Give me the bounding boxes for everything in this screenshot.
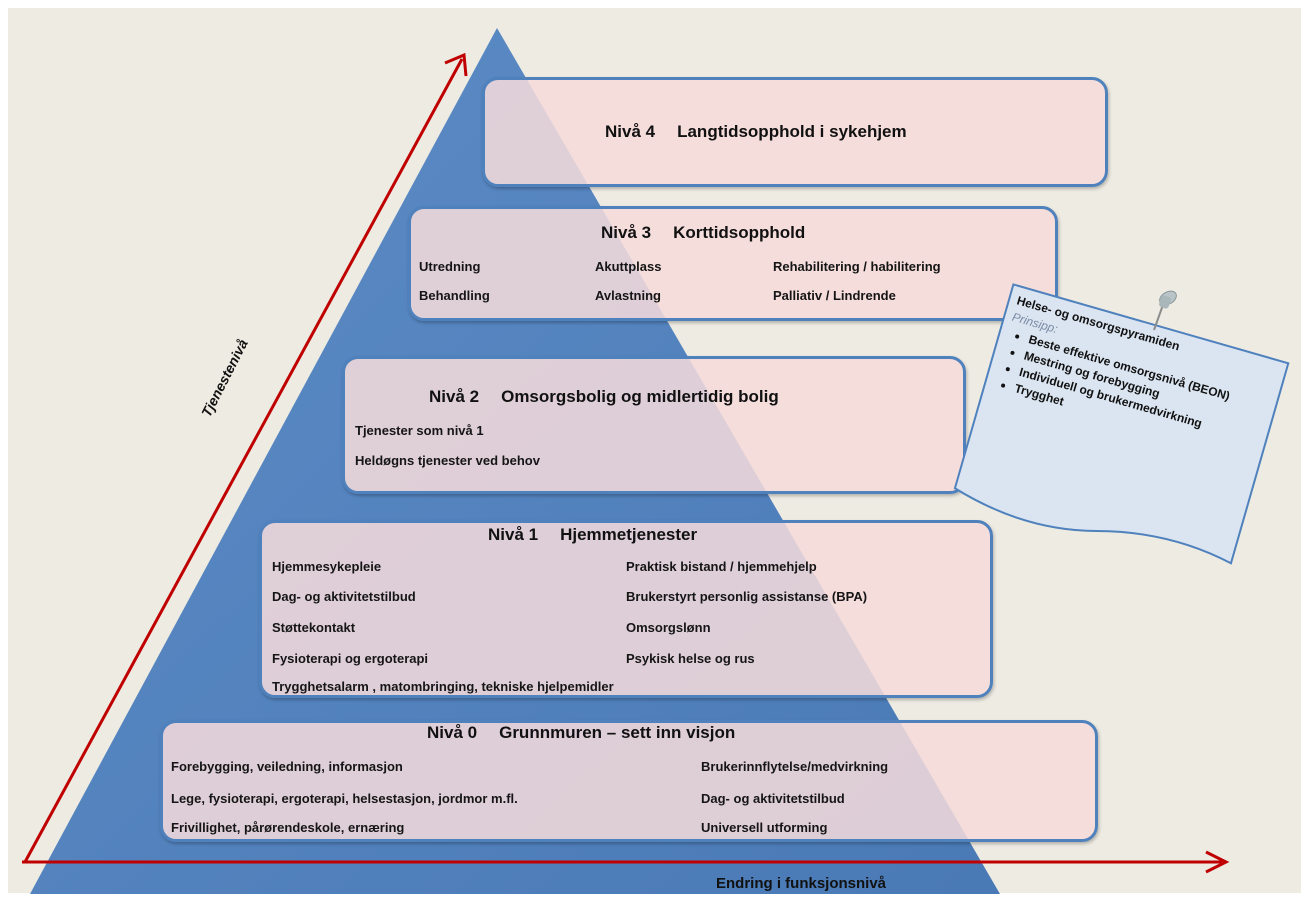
x-axis-arrowhead	[1205, 850, 1230, 874]
level-2-name: Omsorgsbolig og midlertidig bolig	[501, 387, 779, 406]
level-0-item: Forebygging, veiledning, informasjon	[171, 759, 403, 774]
level-0-item: Brukerinnflytelse/medvirkning	[701, 759, 889, 774]
level-4-number: Nivå 4	[605, 122, 656, 141]
level-2-title: Nivå 2 Omsorgsbolig og midlertidig bolig	[429, 387, 779, 407]
level-1-name: Hjemmetjenester	[560, 525, 698, 544]
level-0-item: Dag- og aktivitetstilbud	[701, 791, 845, 806]
note-shape	[953, 283, 1290, 565]
level-3-name: Korttidsopphold	[673, 223, 806, 242]
level-0-number: Nivå 0	[427, 723, 478, 742]
level-3-item: Palliativ / Lindrende	[773, 288, 896, 303]
level-3-title: Nivå 3 Korttidsopphold	[601, 223, 805, 243]
level-1-item: Omsorgslønn	[626, 620, 711, 635]
level-1-item: Praktisk bistand / hjemmehjelp	[626, 559, 817, 574]
level-0-title: Nivå 0 Grunnmuren – sett inn visjon	[427, 723, 735, 743]
level-1-item: Hjemmesykepleie	[272, 559, 382, 574]
level-0-box: Nivå 0 Grunnmuren – sett inn visjon Foreb…	[160, 720, 1098, 842]
x-axis-label: Endring i funksjonsnivå	[716, 875, 887, 892]
level-2-number: Nivå 2	[429, 387, 480, 406]
level-3-item: Avlastning	[595, 288, 661, 303]
level-3-item: Rehabilitering / habilitering	[773, 259, 941, 274]
principles-note: Helse- og omsorgspyramiden Prinsipp: Bes…	[947, 282, 1291, 589]
level-3-item: Behandling	[419, 288, 490, 303]
level-3-item: Akuttplass	[595, 259, 662, 274]
level-4-box: Nivå 4 Langtidsopphold i sykehjem	[482, 77, 1108, 187]
level-3-box: Nivå 3 Korttidsopphold Utredning Akuttpla…	[408, 206, 1058, 321]
level-1-item: Trygghetsalarm , matombringing, tekniske…	[272, 679, 614, 694]
level-0-item: Lege, fysioterapi, ergoterapi, helsestas…	[171, 791, 518, 806]
level-1-box: Nivå 1 Hjemmetjenester Hjemmesykepleie Pr…	[259, 520, 993, 698]
level-3-item: Utredning	[419, 259, 481, 274]
level-2-item: Heldøgns tjenester ved behov	[355, 453, 540, 468]
level-1-item: Psykisk helse og rus	[626, 651, 755, 666]
level-4-title: Nivå 4 Langtidsopphold i sykehjem	[605, 122, 907, 142]
pushpin-icon	[1153, 290, 1177, 331]
level-0-item: Universell utforming	[701, 820, 828, 835]
level-0-name: Grunnmuren – sett inn visjon	[499, 723, 736, 742]
level-1-item: Brukerstyrt personlig assistanse (BPA)	[626, 589, 868, 604]
level-3-number: Nivå 3	[601, 223, 652, 242]
level-1-number: Nivå 1	[488, 525, 539, 544]
level-1-item: Støttekontakt	[272, 620, 356, 635]
y-axis-arrowhead	[444, 52, 468, 77]
level-1-item: Fysioterapi og ergoterapi	[272, 651, 429, 666]
y-axis-arrow	[23, 58, 464, 863]
level-2-item: Tjenester som nivå 1	[355, 423, 484, 438]
level-0-item: Frivillighet, pårørendeskole, ernæring	[171, 820, 405, 835]
level-4-name: Langtidsopphold i sykehjem	[677, 122, 907, 141]
level-1-item: Dag- og aktivitetstilbud	[272, 589, 416, 604]
level-1-title: Nivå 1 Hjemmetjenester	[488, 525, 697, 545]
